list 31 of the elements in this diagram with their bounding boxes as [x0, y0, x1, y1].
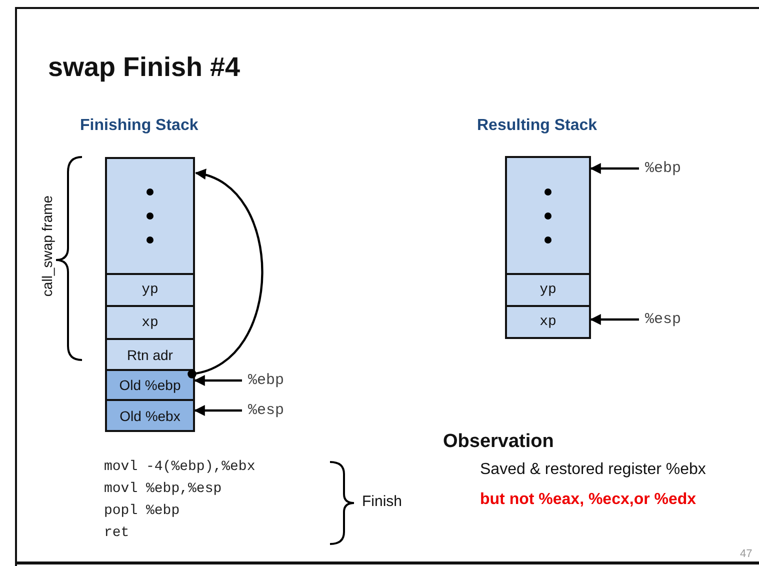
stack-cell: Rtn adr	[105, 338, 195, 371]
register-label: %ebp	[248, 372, 284, 389]
stack-cell: Old %ebp	[105, 369, 195, 401]
code-line: movl %ebp,%esp	[104, 481, 222, 497]
register-label: %esp	[645, 311, 682, 328]
heading: Observation	[443, 431, 554, 453]
stack-cell: yp	[105, 273, 195, 307]
slide-title: swap Finish #4	[48, 52, 240, 83]
page-number: 47	[740, 548, 752, 560]
note-text: but not %eax, %ecx,or %edx	[480, 491, 696, 509]
stack-cell: xp	[105, 305, 195, 340]
arrow	[194, 375, 242, 386]
frame-label: call_swap frame	[39, 194, 55, 299]
code-line: ret	[104, 525, 130, 541]
register-label: %esp	[248, 402, 284, 419]
stack-cell: xp	[505, 305, 591, 339]
arrow	[590, 163, 639, 174]
stack-cell: Old %ebx	[105, 399, 195, 432]
arrow	[188, 170, 264, 378]
section-heading: Resulting Stack	[477, 117, 598, 135]
stack-cell: yp	[505, 273, 591, 307]
arrow	[194, 405, 242, 416]
code-line: popl %ebp	[104, 503, 180, 519]
stack-cell	[505, 156, 591, 275]
register-label: %ebp	[645, 160, 682, 177]
brace-label: Finish	[362, 493, 402, 510]
code-line: movl -4(%ebp),%ebx	[104, 459, 256, 475]
note-text: Saved & restored register %ebx	[480, 461, 706, 479]
arrow	[590, 314, 639, 325]
section-heading: Finishing Stack	[80, 117, 198, 135]
stack-cell	[105, 157, 195, 275]
